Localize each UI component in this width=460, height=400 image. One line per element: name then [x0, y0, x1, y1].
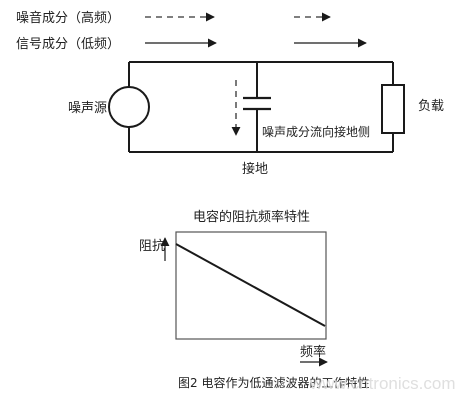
noise-source-label: 噪声源: [68, 101, 107, 116]
graph-frame: [175, 231, 327, 340]
circuit-wires: [128, 61, 394, 153]
x-axis-label: 频率: [300, 344, 326, 360]
signal-legend-label: 信号成分（低频）: [16, 37, 120, 52]
y-axis-label: 阻抗: [139, 239, 165, 254]
noise-legend-label: 噪音成分（高频）: [16, 10, 120, 26]
figure-caption: 图2 电容作为低通滤波器的工作特性: [178, 375, 369, 390]
noise-flow-label: 噪声成分流向接地侧: [262, 124, 370, 139]
watermark: www.cntronics.com: [309, 374, 455, 393]
load-symbol: [381, 84, 405, 134]
load-label: 负载: [418, 99, 444, 114]
capacitor-symbol: [243, 96, 271, 111]
noise-source-symbol: [108, 86, 150, 128]
impedance-curve: [175, 243, 326, 327]
ground-label: 接地: [242, 161, 268, 177]
graph-title: 电容的阻抗频率特性: [193, 209, 310, 225]
